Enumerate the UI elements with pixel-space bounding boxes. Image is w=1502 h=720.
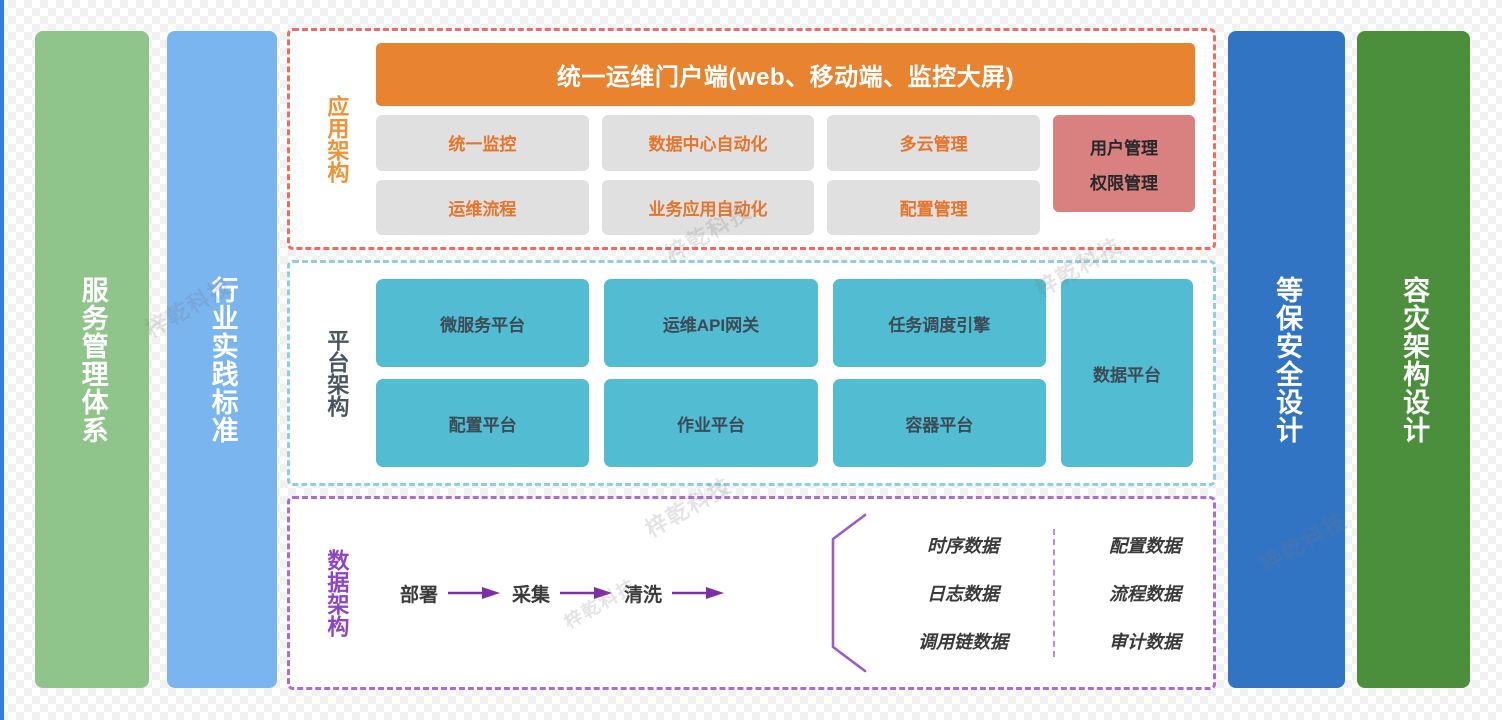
app-tile-multicloud-management[interactable]: 多云管理 (827, 115, 1040, 171)
app-tile-unified-monitoring[interactable]: 统一监控 (376, 115, 589, 171)
flow-node-clean: 清洗 (624, 584, 663, 606)
pillar-service-label: 服务管理体系 (77, 275, 108, 444)
pillar-service-management-system: 服务管理体系 (35, 31, 149, 688)
platform-layer-body: 微服务平台 运维API网关 任务调度引擎 配置平台 作业平台 容器平台 数据平台 (368, 263, 1213, 483)
plat-tile-configuration-platform[interactable]: 配置平台 (376, 379, 590, 467)
application-layer-body: 统一运维门户端(web、移动端、监控大屏) 统一监控 数据中心自动化 多云管理 … (368, 31, 1213, 247)
data-item-audit: 审计数据 (1109, 632, 1181, 652)
plat-tile-data-platform[interactable]: 数据平台 (1061, 279, 1193, 467)
app-tile-business-app-automation[interactable]: 业务应用自动化 (601, 179, 815, 235)
left-edge-strip (0, 0, 4, 720)
data-store-columns: 时序数据 日志数据 调用链数据 配置数据 流程数据 审计数据 (867, 513, 1241, 673)
data-store-divider (1053, 529, 1055, 657)
data-item-timeseries: 时序数据 (927, 536, 999, 556)
flow-arrow-icon-1 (448, 587, 501, 599)
data-flow-chain: 部署 采集 清洗 (400, 580, 726, 607)
flow-node-collect: 采集 (512, 584, 551, 606)
app-tile-datacenter-automation[interactable]: 数据中心自动化 (601, 115, 815, 171)
flow-arrow-icon-2 (560, 587, 613, 599)
data-layer-label: 数据架构 (324, 549, 350, 637)
pillar-security-compliance-design: 等保安全设计 (1228, 31, 1345, 688)
unified-ops-portal-banner[interactable]: 统一运维门户端(web、移动端、监控大屏) (376, 43, 1195, 106)
application-layer-label: 应用架构 (324, 95, 350, 183)
platform-layer-label: 平台架构 (324, 329, 350, 417)
flow-arrow-icon-3 (672, 587, 725, 599)
plat-tile-task-scheduling-engine[interactable]: 任务调度引擎 (832, 279, 1046, 367)
plat-tile-ops-api-gateway[interactable]: 运维API网关 (604, 279, 818, 367)
data-item-process: 流程数据 (1109, 584, 1181, 604)
user-management-label: 用户管理 (1090, 138, 1158, 158)
app-tile-user-and-permission-management[interactable]: 用户管理 权限管理 (1053, 115, 1195, 212)
center-layer-stack: 应用架构 统一运维门户端(web、移动端、监控大屏) 统一监控 数据中心自动化 … (287, 28, 1216, 690)
pillar-dr-label: 容灾架构设计 (1399, 275, 1430, 444)
data-item-config: 配置数据 (1109, 536, 1181, 556)
bucket-left-brace-icon (823, 513, 867, 673)
platform-tile-grid: 微服务平台 运维API网关 任务调度引擎 配置平台 作业平台 容器平台 (376, 279, 1046, 467)
flow-node-deploy: 部署 (400, 584, 439, 606)
plat-tile-job-platform[interactable]: 作业平台 (604, 379, 818, 467)
application-tile-grid-main: 统一监控 数据中心自动化 多云管理 运维流程 业务应用自动化 配置管理 (376, 115, 1040, 235)
application-tile-grid: 统一监控 数据中心自动化 多云管理 运维流程 业务应用自动化 配置管理 用户管理… (376, 115, 1195, 235)
plat-tile-container-platform[interactable]: 容器平台 (832, 379, 1046, 467)
app-tile-ops-process[interactable]: 运维流程 (376, 179, 589, 235)
data-store-column-right: 配置数据 流程数据 审计数据 (1055, 532, 1235, 654)
pillar-industry-label: 行业实践标准 (207, 275, 238, 444)
pillar-industry-practice-standard: 行业实践标准 (167, 31, 277, 688)
plat-tile-microservice-platform[interactable]: 微服务平台 (376, 279, 590, 367)
data-store-column-left: 时序数据 日志数据 调用链数据 (873, 532, 1053, 654)
data-item-log: 日志数据 (927, 584, 999, 604)
app-tile-configuration-management[interactable]: 配置管理 (827, 179, 1040, 235)
platform-architecture-layer: 平台架构 微服务平台 运维API网关 任务调度引擎 配置平台 作业平台 容器平台… (287, 260, 1216, 486)
permission-management-label: 权限管理 (1090, 173, 1158, 193)
data-store-bucket: 时序数据 日志数据 调用链数据 配置数据 流程数据 审计数据 (823, 513, 1203, 673)
data-item-trace: 调用链数据 (918, 632, 1008, 652)
application-architecture-layer: 应用架构 统一运维门户端(web、移动端、监控大屏) 统一监控 数据中心自动化 … (287, 28, 1216, 250)
pillar-security-label: 等保安全设计 (1272, 275, 1303, 444)
pillar-disaster-recovery-design: 容灾架构设计 (1357, 31, 1470, 688)
data-layer-body: 部署 采集 清洗 (368, 499, 1213, 687)
data-architecture-layer: 数据架构 部署 采集 清洗 (287, 496, 1216, 690)
